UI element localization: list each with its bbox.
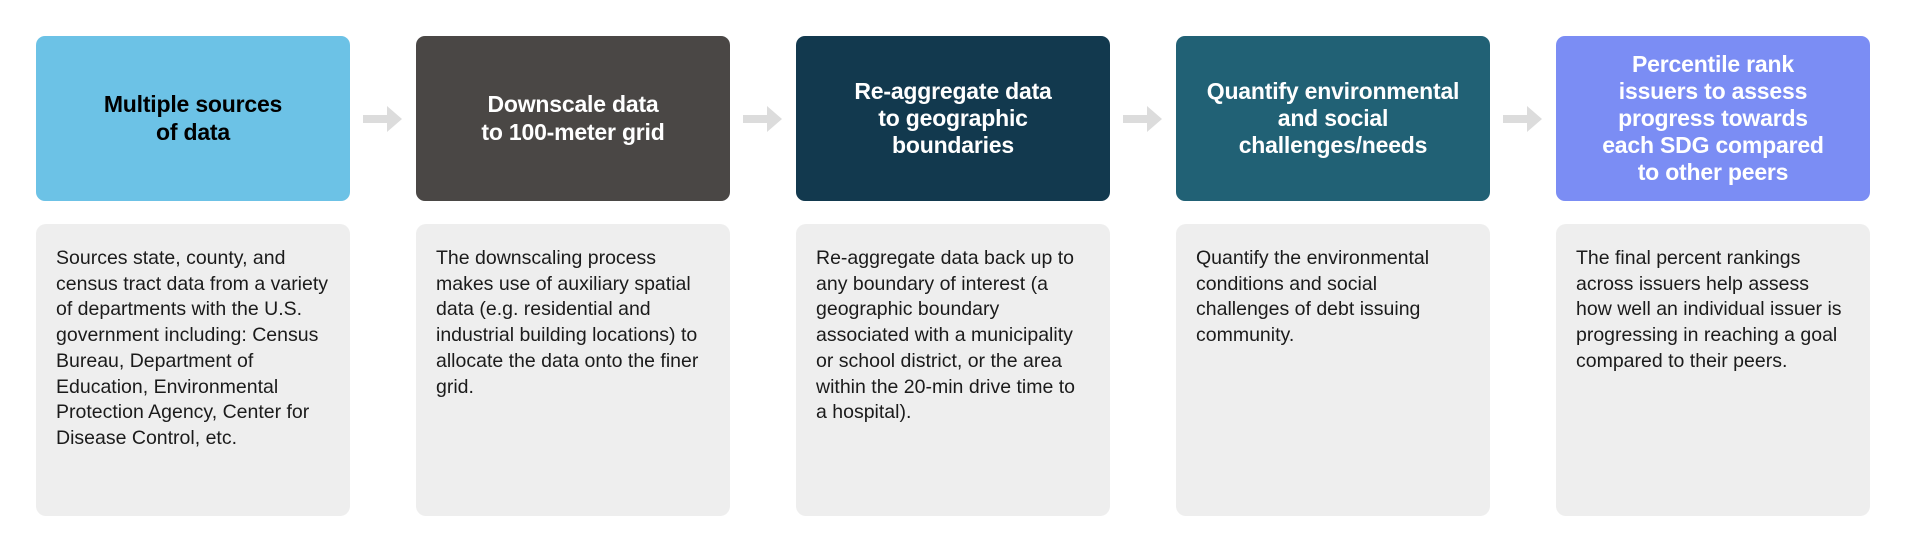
step-1-header[interactable]: Multiple sources of data bbox=[36, 36, 350, 201]
connector-4 bbox=[1490, 36, 1556, 201]
flow-step-5: Percentile rank issuers to assess progre… bbox=[1556, 36, 1870, 516]
arrow-right-icon bbox=[363, 104, 403, 134]
flow-step-3: Re-aggregate data to geographic boundari… bbox=[796, 36, 1110, 516]
step-3-description-card: Re-aggregate data back up to any boundar… bbox=[796, 224, 1110, 516]
step-2-header[interactable]: Downscale data to 100-meter grid bbox=[416, 36, 730, 201]
connector-3 bbox=[1110, 36, 1176, 201]
step-4-description-text: Quantify the environmental conditions an… bbox=[1196, 247, 1430, 347]
step-1-title: Multiple sources of data bbox=[103, 91, 283, 145]
step-2-description-card: The downscaling process makes use of aux… bbox=[416, 224, 730, 516]
flow-step-1: Multiple sources of data Sources state, … bbox=[36, 36, 350, 516]
step-4-header[interactable]: Quantify environmental and social challe… bbox=[1176, 36, 1490, 201]
flow-step-4: Quantify environmental and social challe… bbox=[1176, 36, 1490, 516]
step-2-description-text: The downscaling process makes use of aux… bbox=[436, 247, 699, 398]
step-5-header[interactable]: Percentile rank issuers to assess progre… bbox=[1556, 36, 1870, 201]
step-5-title: Percentile rank issuers to assess progre… bbox=[1602, 50, 1824, 186]
flow-step-2: Downscale data to 100-meter grid The dow… bbox=[416, 36, 730, 516]
step-1-description-text: Sources state, county, and census tract … bbox=[56, 247, 329, 450]
step-4-description-card: Quantify the environmental conditions an… bbox=[1176, 224, 1490, 516]
connector-2 bbox=[730, 36, 796, 201]
step-4-title: Quantify environmental and social challe… bbox=[1206, 77, 1460, 159]
step-3-header[interactable]: Re-aggregate data to geographic boundari… bbox=[796, 36, 1110, 201]
arrow-right-icon bbox=[1123, 104, 1163, 134]
connector-1 bbox=[350, 36, 416, 201]
step-1-description-card: Sources state, county, and census tract … bbox=[36, 224, 350, 516]
step-5-description-text: The final percent rankings across issuer… bbox=[1576, 247, 1842, 372]
arrow-right-icon bbox=[1503, 104, 1543, 134]
step-5-description-card: The final percent rankings across issuer… bbox=[1556, 224, 1870, 516]
step-3-description-text: Re-aggregate data back up to any boundar… bbox=[816, 247, 1076, 424]
step-3-title: Re-aggregate data to geographic boundari… bbox=[854, 77, 1052, 159]
step-2-title: Downscale data to 100-meter grid bbox=[481, 91, 665, 145]
arrow-right-icon bbox=[743, 104, 783, 134]
